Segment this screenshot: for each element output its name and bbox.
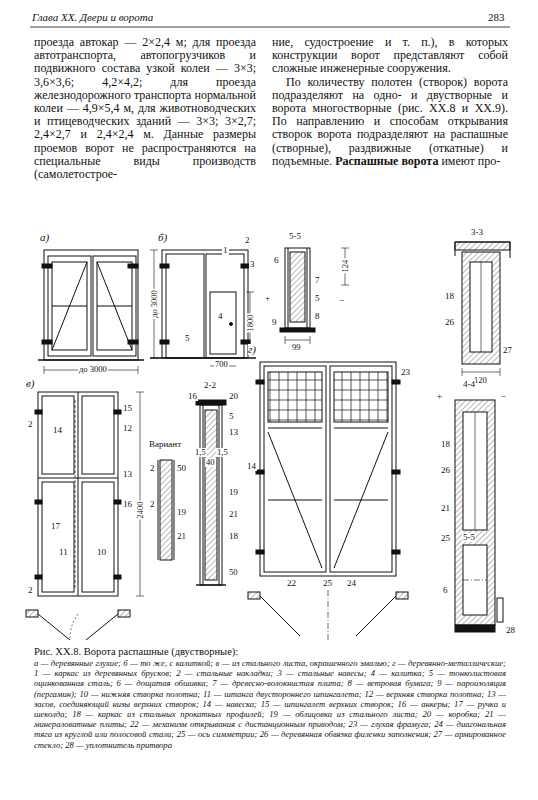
callout-number: 2 [244,236,251,245]
callout-number: 5 [184,334,191,343]
section-mark: 5-5 [462,533,476,542]
callout-number: − [338,296,345,305]
callout-number: 18 [444,292,455,301]
caption-title: Рис. XX.8. Ворота распашные (двустворные… [34,646,506,658]
callout-number: 25 [440,534,451,543]
gate-b [150,250,256,366]
section-mark: 5-5 [288,232,302,241]
running-head: Глава XX. Двери и ворота [32,12,153,23]
callout-number: 2 [27,586,34,595]
figure-caption: Рис. XX.8. Ворота распашные (двустворные… [34,646,506,750]
callout-number: 2 [27,420,34,429]
callout-number: 26 [440,466,451,475]
callout-number: 17 [50,522,61,531]
callout-number: 16 [122,500,133,509]
dimension: 40 [205,458,216,467]
callout-number: 12 [122,424,133,433]
callout-number: 13 [122,470,133,479]
callout-number: 28 [505,626,516,635]
section-4-4 [455,400,503,632]
bold-term: Распашные ворота [335,154,438,168]
callout-number: 11 [58,548,69,557]
dimension: 1,5 [216,448,229,457]
callout-number: 6 [442,586,449,595]
callout-number: + [264,294,271,303]
callout-number: 26 [444,318,455,327]
callout-number: 3 [249,260,256,269]
dimension: 99 [291,343,302,352]
callout-number: − [500,392,507,401]
section-mark: Вариант [148,440,182,449]
body-text: имеют про- [441,154,500,168]
caption-key: а — деревянные глухие; б — то же, с кали… [34,658,506,750]
section-mark: 3-3 [470,228,484,237]
dimension: 1800 [246,314,255,333]
callout-number: 23 [400,368,411,377]
view-letter: а) [40,232,49,243]
callout-number: 25 [322,579,333,588]
callout-number: 15 [122,404,133,413]
callout-number: 22 [286,579,297,588]
callout-number: 18 [440,440,451,449]
variant-section [158,460,174,560]
gate-a [38,250,144,374]
callout-number: 10 [96,548,107,557]
gate-v [26,392,144,640]
section-3-3 [455,242,510,376]
dimension: 124 [341,259,350,274]
callout-number: 27 [502,346,513,355]
view-letter: г) [248,344,256,355]
gate-g [248,362,408,642]
callout-number: 16 [187,392,198,401]
dimension: 700 [214,360,229,369]
callout-number: 7 [314,276,321,285]
section-mark: 4-4 [462,380,476,389]
callout-number: 1 [222,246,229,255]
callout-number: 5 [314,294,321,303]
callout-number: 21 [440,504,451,513]
view-letter: б) [158,232,167,243]
callout-number: 14 [246,462,257,471]
callout-number: + [436,392,443,401]
dimension: 50 [228,568,239,577]
text-column: проезда автокар — 2×2,4 м; для проезда а… [34,36,256,181]
text-column: ние, судостроение и т. п.), в которых ко… [272,36,508,168]
dimension: до 3000 [150,289,159,319]
section-2-2 [196,400,226,585]
callout-number: 13 [228,428,239,437]
section-5-5 [280,248,349,344]
callout-number: 2 [149,500,156,509]
callout-number: 5 [228,412,235,421]
callout-number: 21 [176,532,187,541]
callout-number: 18 [228,532,239,541]
callout-number: 4 [217,312,224,321]
paragraph: По количеству полотен (створок) ворота п… [272,76,508,168]
callout-number: 19 [176,508,187,517]
dimension: 2400 [136,501,145,520]
callout-number: 6 [273,256,280,265]
callout-number: 21 [228,510,239,519]
view-letter: в) [26,378,34,389]
callout-number: 9 [271,318,278,327]
callout-number: 24 [346,579,357,588]
dimension: до 3000 [78,365,108,374]
body-text: ние, судостроение и т. п.), в которых ко… [272,36,508,76]
callout-number: 20 [228,392,239,401]
page-number: 283 [488,12,505,23]
section-mark: 2-2 [203,381,217,390]
callout-number: 19 [228,488,239,497]
callout-number: 50 [176,464,187,473]
callout-number: 2 [149,464,156,473]
callout-number: 8 [314,312,321,321]
callout-number: 14 [52,426,63,435]
body-text: проезда автокар — 2×2,4 м; для проезда а… [34,36,256,181]
dimension: 1,5 [194,448,207,457]
